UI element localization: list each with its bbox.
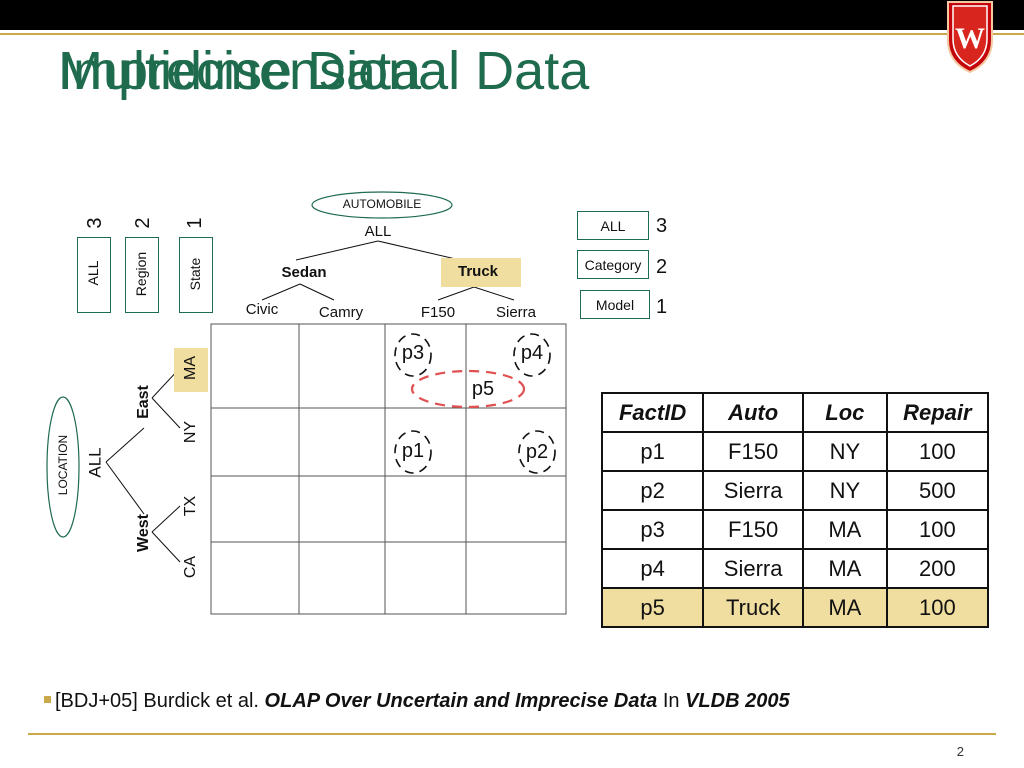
location-all-node: ALL <box>85 447 105 478</box>
automobile-all-node: ALL <box>364 223 392 240</box>
point-p4: p4 <box>520 342 544 364</box>
cell-auto: F150 <box>702 509 805 550</box>
university-shield-logo: W <box>947 1 993 74</box>
reference-paper-title: OLAP Over Uncertain and Imprecise Data <box>264 690 658 712</box>
cell-repair: 500 <box>885 470 990 511</box>
cell-factid: p2 <box>600 470 705 511</box>
state-ma: MA <box>182 356 199 380</box>
reference-in: In <box>657 690 686 712</box>
table-row: p4 Sierra MA 200 <box>600 548 990 589</box>
cell-loc: NY <box>802 431 888 472</box>
automobile-level-number-3: 3 <box>656 215 668 237</box>
automobile-level-all-box: ALL <box>577 211 649 240</box>
table-row: p3 F150 MA 100 <box>600 509 990 550</box>
cell-factid: p1 <box>600 431 705 472</box>
model-civic: Civic <box>245 301 279 318</box>
bullet-square <box>44 696 51 703</box>
region-west: West <box>135 514 152 552</box>
cell-auto: Sierra <box>702 470 805 511</box>
page-number: 2 <box>956 744 964 759</box>
cell-factid: p3 <box>600 509 705 550</box>
cell-factid: p4 <box>600 548 705 589</box>
cell-loc: MA <box>802 509 888 550</box>
automobile-dimension-label: AUTOMOBILE <box>342 197 422 211</box>
region-east: East <box>135 385 152 419</box>
svg-text:W: W <box>955 22 985 55</box>
cell-repair: 100 <box>885 509 990 550</box>
state-tx: TX <box>182 495 199 517</box>
point-p1: p1 <box>401 440 425 462</box>
footer-gold-rule <box>28 733 996 735</box>
cell-repair: 200 <box>885 548 990 589</box>
point-p2: p2 <box>525 441 549 463</box>
automobile-level-model-box: Model <box>580 290 650 319</box>
state-ma-highlight <box>174 348 208 392</box>
cube-grid <box>210 323 567 615</box>
state-ca: CA <box>182 555 199 579</box>
header-auto: Auto <box>702 392 805 433</box>
table-row-highlighted: p5 Truck MA 100 <box>600 587 990 628</box>
fact-table-header: FactID Auto Loc Repair <box>600 392 990 433</box>
table-row: p2 Sierra NY 500 <box>600 470 990 511</box>
category-truck: Truck <box>457 263 499 280</box>
model-camry: Camry <box>318 304 364 321</box>
cell-loc: MA <box>802 587 888 628</box>
location-dimension-label: LOCATION <box>56 434 70 496</box>
category-truck-highlight <box>441 258 521 287</box>
reference-venue: VLDB 2005 <box>685 690 790 712</box>
header-factid: FactID <box>600 392 705 433</box>
cell-factid: p5 <box>600 587 705 628</box>
reference-line: [BDJ+05] Burdick et al. OLAP Over Uncert… <box>55 691 790 711</box>
table-row: p1 F150 NY 100 <box>600 431 990 472</box>
automobile-level-number-1: 1 <box>656 296 668 318</box>
location-level-state-box <box>179 237 213 313</box>
header-loc: Loc <box>802 392 888 433</box>
point-p5: p5 <box>471 378 495 400</box>
top-gold-rule <box>0 33 1024 35</box>
reference-prefix: [BDJ+05] Burdick et al. <box>55 690 265 712</box>
category-sedan: Sedan <box>281 264 327 281</box>
cell-auto: Sierra <box>702 548 805 589</box>
cell-loc: MA <box>802 548 888 589</box>
cell-repair: 100 <box>885 431 990 472</box>
cell-loc: NY <box>802 470 888 511</box>
model-f150: F150 <box>420 304 456 321</box>
cell-auto: F150 <box>702 431 805 472</box>
model-sierra: Sierra <box>495 304 536 321</box>
cell-repair: 100 <box>885 587 990 628</box>
cell-auto: Truck <box>702 587 805 628</box>
location-level-region-box <box>125 237 159 313</box>
automobile-level-category-box: Category <box>577 250 649 279</box>
slide-title-back: Imprecise Data <box>58 41 422 101</box>
location-level-all-box <box>77 237 111 313</box>
point-p3: p3 <box>401 342 425 364</box>
slide-title-front: Multidimensional Data <box>58 41 590 101</box>
top-bar <box>0 0 1024 30</box>
header-repair: Repair <box>885 392 990 433</box>
state-ny: NY <box>182 420 199 444</box>
automobile-level-number-2: 2 <box>656 256 668 278</box>
fact-table: FactID Auto Loc Repair p1 F150 NY 100 p2… <box>600 392 990 628</box>
